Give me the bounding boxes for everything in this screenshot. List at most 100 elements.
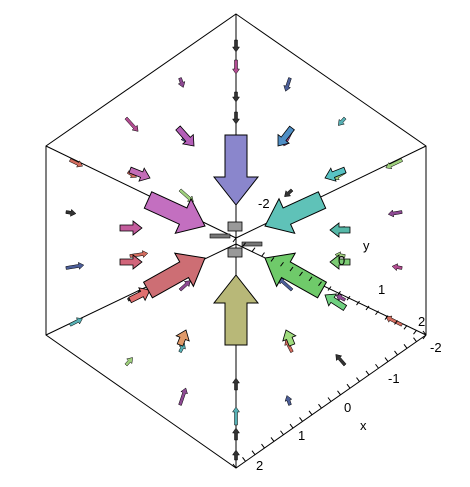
x-tick-mark bbox=[365, 370, 370, 376]
y-tick-label: -2 bbox=[258, 196, 270, 211]
small-arrow bbox=[178, 188, 194, 203]
x-tick-mark bbox=[403, 343, 408, 349]
y-tick-mark bbox=[242, 242, 246, 248]
small-arrow bbox=[385, 158, 404, 170]
big-arrows-group bbox=[142, 134, 328, 346]
x-tick-mark bbox=[289, 423, 294, 429]
x-axis-label: x bbox=[360, 418, 367, 433]
medium-arrow bbox=[282, 329, 297, 347]
y-tick-mark bbox=[232, 237, 237, 243]
x-tick-mark bbox=[270, 437, 275, 442]
y-tick-mark bbox=[299, 271, 303, 277]
box-edge bbox=[235, 145, 427, 239]
small-arrow bbox=[385, 315, 404, 327]
y-tick-mark bbox=[318, 281, 322, 286]
center-bar-right bbox=[241, 241, 263, 247]
small-arrow bbox=[177, 77, 186, 88]
x-tick-mark bbox=[413, 337, 417, 342]
big-arrow-left bbox=[264, 191, 327, 235]
medium-arrow bbox=[329, 222, 351, 238]
medium-arrow bbox=[277, 125, 295, 147]
axis-small-arrow bbox=[232, 377, 240, 391]
small-arrow bbox=[178, 387, 188, 406]
center-square-bottom bbox=[227, 247, 243, 258]
y-tick-mark bbox=[413, 329, 417, 335]
small-arrow bbox=[391, 263, 403, 272]
axis-small-arrow bbox=[232, 449, 240, 461]
x-tick-label: 0 bbox=[344, 400, 351, 415]
axis-small-arrow bbox=[232, 39, 240, 53]
y-tick-mark bbox=[308, 276, 313, 282]
y-tick-mark bbox=[356, 300, 360, 306]
y-tick-mark bbox=[280, 261, 284, 267]
x-tick-mark bbox=[384, 357, 389, 362]
y-tick-label: 2 bbox=[418, 314, 425, 329]
y-tick-mark bbox=[327, 286, 332, 291]
y-tick-mark bbox=[251, 247, 256, 252]
center-square-top bbox=[227, 221, 243, 232]
x-tick-mark bbox=[375, 363, 379, 369]
x-tick-mark bbox=[394, 350, 398, 356]
x-tick-mark bbox=[422, 330, 427, 336]
x-tick-mark bbox=[232, 463, 237, 469]
small-arrow bbox=[284, 395, 293, 406]
y-tick-mark bbox=[289, 266, 294, 272]
small-arrow bbox=[338, 116, 347, 126]
y-tick-mark bbox=[403, 324, 408, 330]
small-arrow bbox=[124, 116, 139, 132]
x-tick-mark bbox=[280, 430, 284, 436]
x-tick-mark bbox=[251, 450, 256, 456]
big-arrow-up bbox=[212, 274, 260, 346]
small-arrow bbox=[65, 261, 85, 270]
medium-arrow bbox=[175, 125, 195, 147]
y-tick-mark bbox=[365, 305, 370, 311]
axis-small-arrow bbox=[232, 427, 240, 441]
small-arrow bbox=[232, 406, 240, 426]
medium-arrow bbox=[128, 287, 151, 304]
y-tick-label: 1 bbox=[378, 282, 385, 297]
x-tick-mark bbox=[346, 383, 351, 389]
small-arrow bbox=[124, 357, 133, 367]
small-arrow bbox=[68, 317, 83, 327]
small-arrows-group bbox=[65, 39, 404, 461]
medium-arrow bbox=[119, 254, 143, 270]
y-tick-mark bbox=[270, 257, 275, 262]
x-tick-mark bbox=[242, 457, 246, 462]
small-arrow bbox=[335, 294, 347, 302]
y-tick-mark bbox=[375, 310, 379, 316]
small-arrow bbox=[129, 250, 149, 259]
x-tick-mark bbox=[299, 417, 303, 422]
x-tick-mark bbox=[261, 443, 265, 449]
axis-small-arrow bbox=[232, 111, 240, 125]
medium-arrow bbox=[175, 329, 190, 347]
center-bar-left bbox=[209, 233, 231, 239]
medium-arrow bbox=[329, 254, 351, 270]
big-arrow-up-left bbox=[264, 252, 328, 299]
axis-small-arrow bbox=[232, 91, 240, 103]
x-tick-mark bbox=[356, 377, 360, 382]
x-tick-mark bbox=[327, 397, 332, 402]
y-tick-mark bbox=[337, 291, 341, 296]
x-tick-label: -1 bbox=[388, 371, 400, 386]
big-arrow-down bbox=[212, 134, 260, 206]
small-arrow bbox=[283, 77, 292, 92]
y-tick-label: 0 bbox=[338, 253, 345, 268]
y-tick-mark bbox=[422, 334, 427, 340]
small-arrow bbox=[68, 158, 83, 168]
medium-arrow bbox=[324, 293, 348, 312]
big-arrow-up-right bbox=[142, 252, 206, 299]
small-arrow bbox=[65, 208, 77, 217]
x-tick-mark bbox=[337, 390, 341, 396]
medium-arrow bbox=[119, 220, 143, 236]
medium-arrow bbox=[324, 166, 347, 182]
small-arrow bbox=[178, 280, 191, 292]
y-tick-mark bbox=[346, 295, 351, 301]
y-tick-mark bbox=[384, 315, 389, 320]
big-arrow-right bbox=[143, 191, 206, 235]
x-tick-mark bbox=[318, 403, 322, 409]
x-tick-label: -2 bbox=[430, 340, 442, 355]
small-arrow bbox=[335, 354, 347, 367]
box-edge bbox=[45, 145, 237, 239]
